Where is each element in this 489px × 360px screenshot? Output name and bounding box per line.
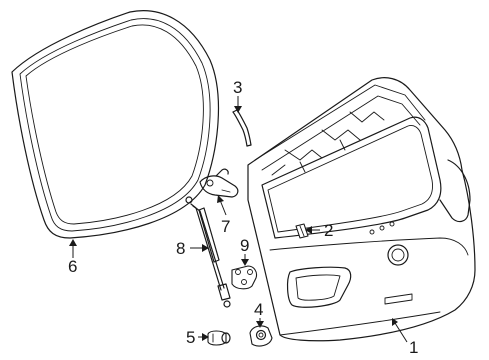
part-6-weatherstrip-seal <box>11 10 220 239</box>
part-5-plug <box>207 330 231 346</box>
callout-8: 8 <box>176 239 185 258</box>
callout-labels: 1 2 3 4 5 6 7 8 9 <box>68 78 418 357</box>
part-3-bracket-rod <box>232 109 252 147</box>
callout-4: 4 <box>254 300 263 319</box>
callout-9: 9 <box>240 236 249 255</box>
part-7-hinge <box>199 168 239 198</box>
part-4-bumper-stop <box>249 325 273 347</box>
callout-2: 2 <box>324 221 333 240</box>
callout-3: 3 <box>233 78 242 97</box>
part-8-gas-strut <box>185 196 231 308</box>
callout-7: 7 <box>221 217 230 236</box>
callout-1: 1 <box>409 338 418 357</box>
callout-5: 5 <box>186 328 195 347</box>
leader-lines <box>69 96 408 343</box>
part-1-liftgate <box>247 77 476 342</box>
part-9-striker <box>231 265 258 290</box>
part-2-bracket <box>295 223 309 239</box>
callout-6: 6 <box>68 257 77 276</box>
